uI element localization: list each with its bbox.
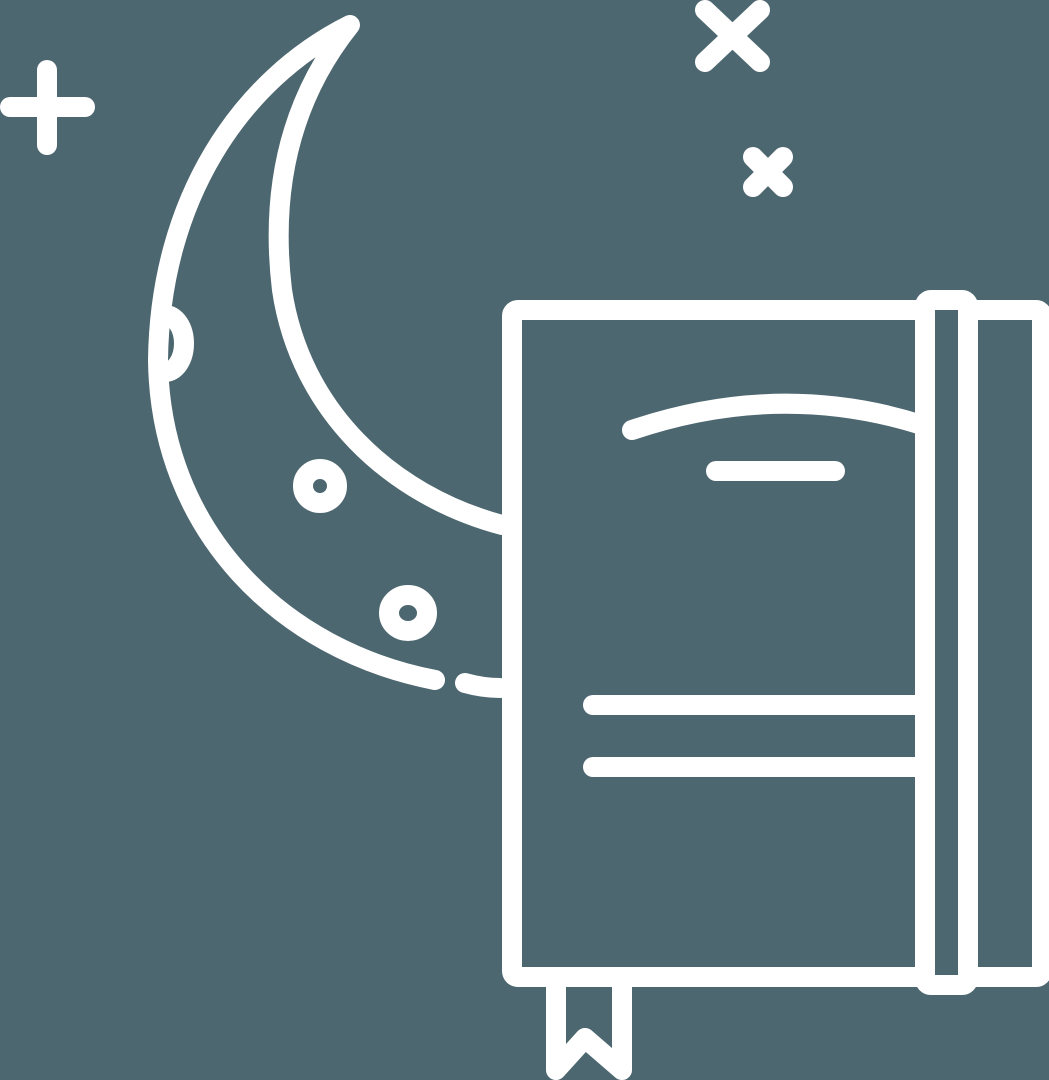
book-cover-arc	[622, 393, 932, 440]
book-strap	[915, 290, 978, 995]
bookmark-ribbon	[546, 977, 632, 1080]
small-x-star-icon	[743, 147, 793, 197]
book-cover	[502, 300, 1049, 987]
large-x-star-icon	[695, 0, 770, 72]
crater-edge	[155, 305, 194, 382]
crater	[379, 585, 437, 641]
book-icon	[502, 290, 1049, 1080]
crater	[293, 459, 347, 513]
crescent-moon-icon	[148, 15, 512, 698]
plus-star-icon	[0, 60, 95, 155]
